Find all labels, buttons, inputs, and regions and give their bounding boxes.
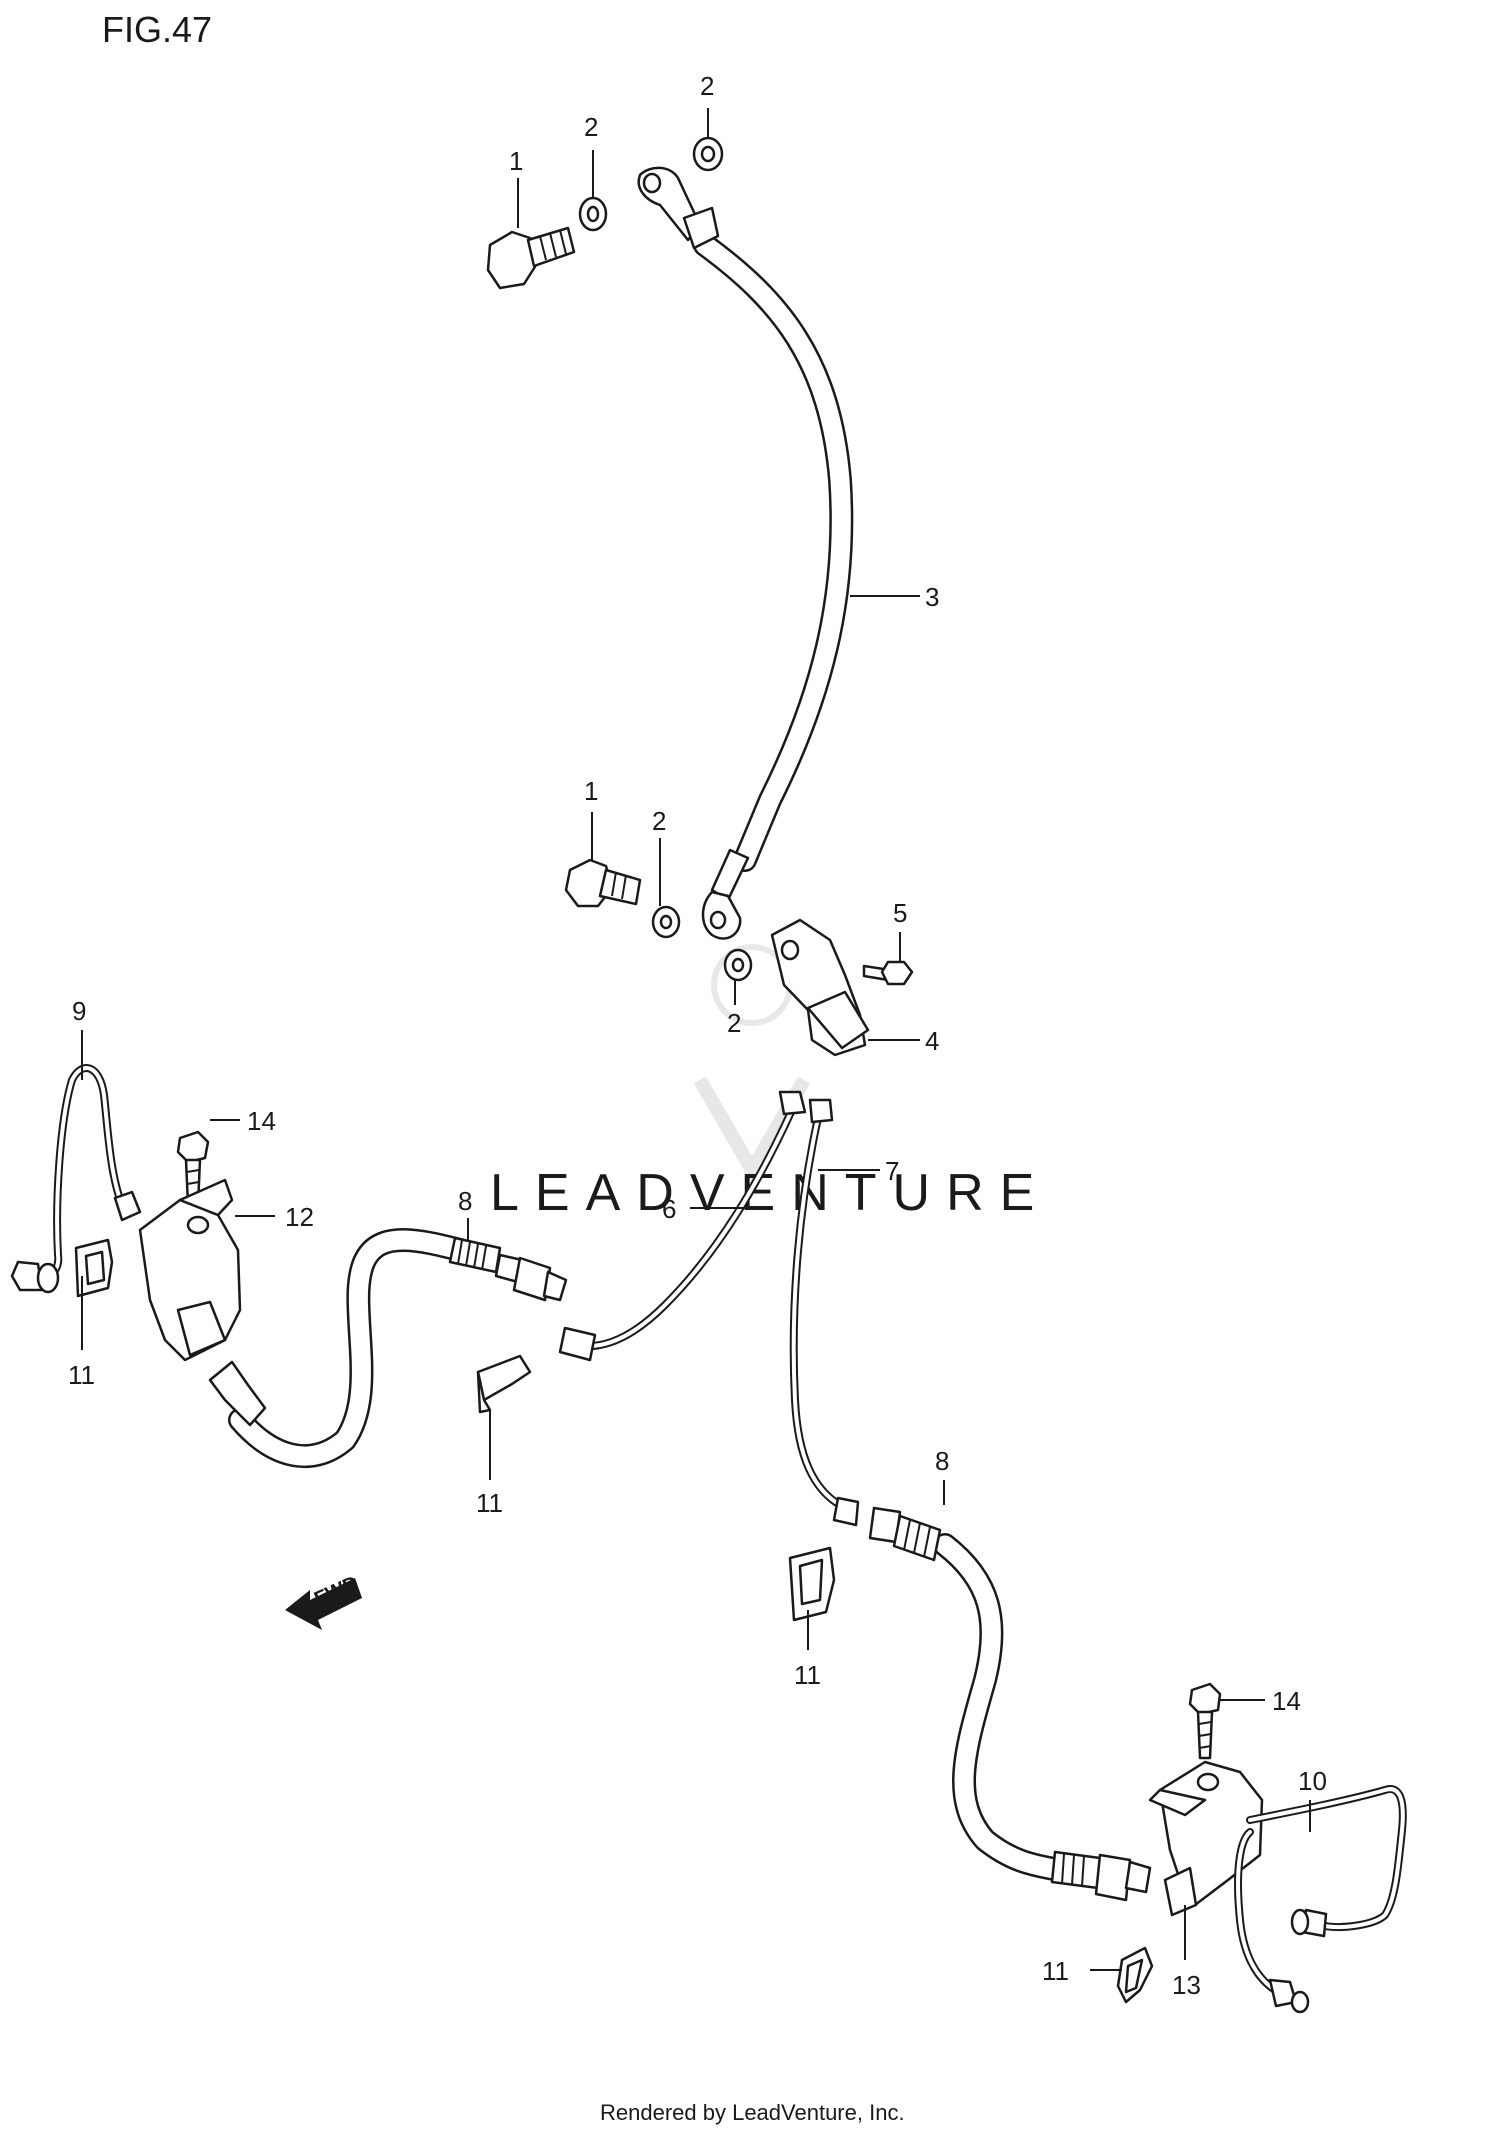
washer-top-right: [692, 136, 724, 172]
brake-pipe-6: [571, 1090, 807, 1351]
callout-10: 10: [1298, 1766, 1327, 1796]
footer-credit: Rendered by LeadVenture, Inc.: [600, 2100, 905, 2125]
brake-pipe-10: [1234, 1785, 1407, 2014]
leader-lines: [81, 108, 1311, 1971]
clamp-11-center-right: [788, 1546, 836, 1622]
watermark-text: LEADVENTURE: [490, 1164, 1050, 1222]
callout-7: 7: [885, 1156, 899, 1186]
callout-14-left: 14: [247, 1106, 276, 1136]
clamp-11-center-left: [476, 1354, 532, 1414]
clamp-11-bottom-right: [1116, 1946, 1154, 2004]
callout-6: 6: [662, 1194, 676, 1224]
callout-8-right: 8: [935, 1446, 949, 1476]
callout-5: 5: [893, 898, 907, 928]
bolt-14-right: [1188, 1682, 1222, 1760]
callout-11-left: 11: [68, 1360, 95, 1390]
washer-middle-right: [723, 948, 753, 982]
callout-11-center-left: 11: [476, 1488, 503, 1518]
callout-3: 3: [925, 582, 939, 612]
brake-pipe-9: [10, 1064, 142, 1294]
brake-hose-left: [208, 1228, 597, 1468]
callout-9: 9: [72, 996, 86, 1026]
brake-hose-right: [832, 1496, 1152, 1902]
brake-pipe-7: [789, 1098, 844, 1509]
figure-title: FIG.47: [102, 9, 212, 50]
brake-hose-joint: [770, 918, 870, 1057]
union-bolt-top: [486, 226, 576, 290]
clamp-11-left: [74, 1238, 114, 1298]
bracket-12: [138, 1178, 242, 1362]
callout-2-top-right: 2: [700, 71, 714, 101]
front-brake-hose-upper: [637, 166, 854, 940]
callout-2-middle-right: 2: [727, 1008, 741, 1038]
forward-direction-arrow: FWD: [285, 1572, 362, 1630]
washer-middle-left: [651, 905, 681, 939]
callout-2-middle-left: 2: [652, 806, 666, 836]
callout-11-bottom-right: 11: [1042, 1956, 1069, 1986]
washer-top-left: [578, 196, 608, 232]
callout-11-center-right: 11: [794, 1660, 821, 1690]
watermark: LEADVENTURE: [490, 944, 1050, 1222]
screw-5: [862, 960, 914, 986]
callout-13: 13: [1172, 1970, 1201, 2000]
union-bolt-middle: [564, 858, 642, 908]
callout-8-left: 8: [458, 1186, 472, 1216]
callout-14-right: 14: [1272, 1686, 1301, 1716]
callout-1-top: 1: [509, 146, 523, 176]
callout-12: 12: [285, 1202, 314, 1232]
callout-1-middle: 1: [584, 776, 598, 806]
callout-4: 4: [925, 1026, 939, 1056]
callout-2-top-left: 2: [584, 112, 598, 142]
callout-numbers: 1 2 2 3 1 2 5 2 4 9 14 7 12 8 6 11 11 8 …: [68, 71, 1327, 2000]
